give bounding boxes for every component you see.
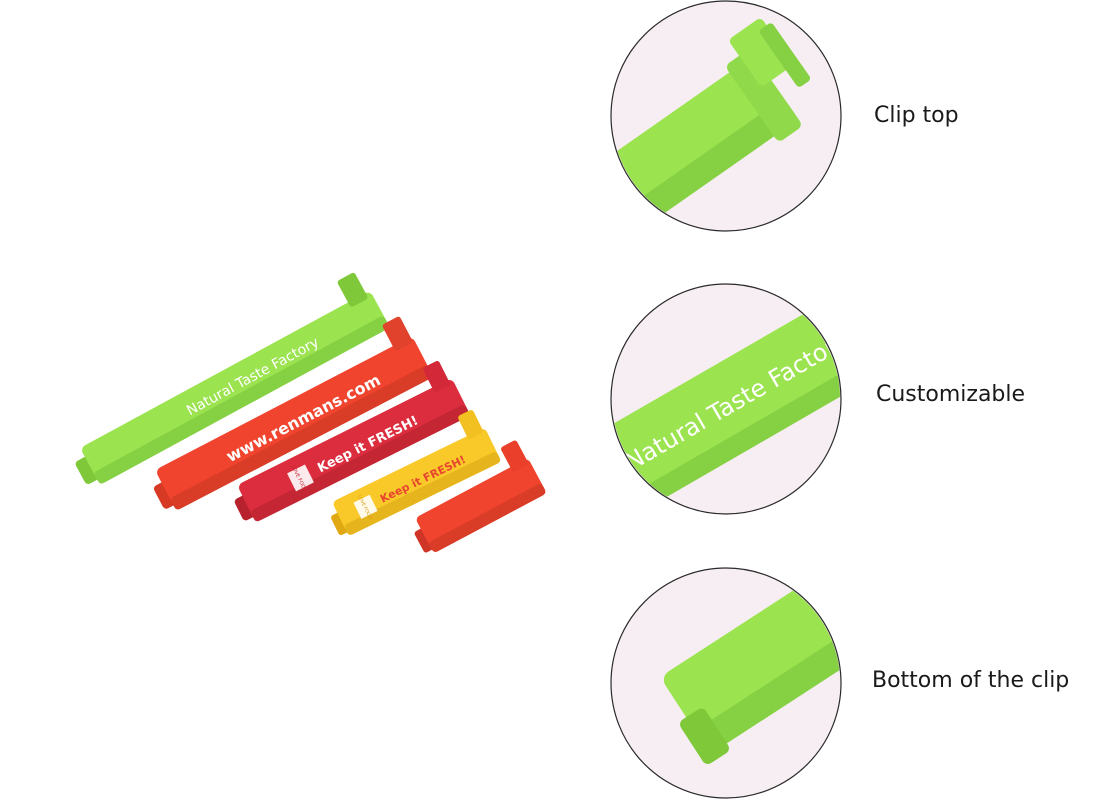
customizable-label: Customizable [876, 382, 1026, 407]
clip-bottom-label: Bottom of the clip [872, 668, 1070, 693]
clip-bottom-detail-circle [610, 567, 842, 799]
crimson-clip-badge: LOVE FOOD [287, 464, 314, 493]
clip-top-detail-circle [610, 0, 842, 232]
red-short-clip [414, 440, 546, 553]
yellow-clip: LOVE FOOD Keep it FRESH! [331, 410, 501, 536]
clip-top-label: Clip top [874, 103, 959, 128]
yellow-clip-badge: LOVE FOOD [353, 494, 378, 521]
customizable-detail-circle: Natural Taste Factory [610, 283, 842, 515]
product-photo: Natural Taste Factory www.renmans.com LO… [75, 272, 546, 553]
